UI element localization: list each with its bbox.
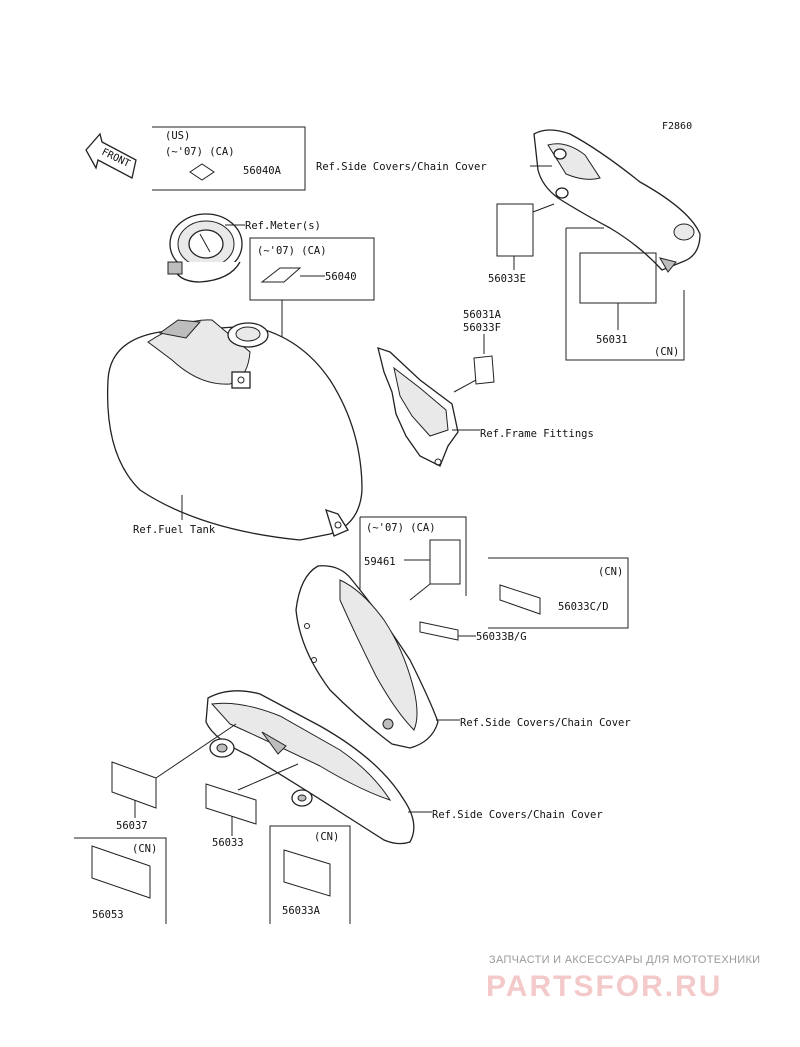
meter-drawing: [167, 213, 243, 283]
label-56033-shape: [205, 783, 257, 825]
cn-bm-condition: (CN): [314, 831, 339, 843]
frame-fittings-drawing: [377, 347, 459, 467]
cn-top-condition: (CN): [654, 346, 679, 358]
ca-mid-label-group: (~'07) (CA) 59461: [359, 516, 467, 601]
part-56033BG: 56033B/G: [476, 631, 527, 643]
side-cover-top-drawing: [533, 129, 701, 273]
part-56033A: 56033A: [282, 905, 321, 917]
label-56053-shape: [91, 845, 151, 899]
part-56040A: 56040A: [243, 165, 282, 177]
ref-side-covers-top: Ref.Side Covers/Chain Cover: [316, 161, 487, 173]
label-56040A-shape: [189, 163, 215, 181]
part-56031A: 56031A: [463, 309, 502, 321]
label-56040-shape: [260, 267, 302, 283]
cn-bm-label-group: (CN) 56033A: [269, 825, 351, 924]
cn-mid-condition: (CN): [598, 566, 623, 578]
figure-code: F2860: [662, 121, 692, 132]
side-cover-mid-drawing: [295, 565, 439, 749]
ref-frame-fittings: Ref.Frame Fittings: [480, 428, 594, 440]
part-56033: 56033: [212, 837, 244, 849]
label-56031-shape: [579, 252, 657, 304]
part-56033F: 56033F: [463, 322, 501, 334]
label-56033A-shape: [283, 849, 331, 897]
meter-label-group: (~'07) (CA) 56040: [249, 237, 375, 368]
ref-side-covers-bot: Ref.Side Covers/Chain Cover: [432, 809, 603, 821]
part-59461: 59461: [364, 556, 396, 568]
label-56033F-shape: [473, 355, 495, 385]
ref-fuel-tank: Ref.Fuel Tank: [133, 524, 216, 536]
ref-side-covers-mid: Ref.Side Covers/Chain Cover: [460, 717, 631, 729]
label-56033E-shape: [496, 203, 534, 257]
watermark-tagline: ЗАПЧАСТИ И АКСЕССУАРЫ ДЛЯ МОТОТЕХНИКИ: [489, 954, 760, 966]
chain-cover-bottom-drawing: [205, 690, 415, 845]
part-56033E: 56033E: [488, 273, 526, 285]
us-group-title: (US): [165, 130, 190, 142]
cn-top-label-group: 56031 (CN): [565, 227, 685, 361]
cn-bl-label-group: (CN) 56053: [74, 837, 167, 924]
us-group-condition: (~'07) (CA): [165, 146, 235, 158]
ca-mid-condition: (~'07) (CA): [366, 522, 436, 534]
label-56037-shape: [111, 761, 157, 809]
us-label-group: (US) (~'07) (CA) 56040A: [152, 126, 306, 191]
front-arrow-icon: FRONT: [85, 132, 137, 179]
cn-bl-condition: (CN): [132, 843, 157, 855]
label-56033BG-shape: [419, 621, 459, 641]
meter-group-condition: (~'07) (CA): [257, 245, 327, 257]
ref-meter: Ref.Meter(s): [245, 220, 321, 232]
part-56053: 56053: [92, 909, 124, 921]
cn-mid-label-group: (CN) 56033C/D: [488, 557, 629, 629]
part-56037: 56037: [116, 820, 148, 832]
label-56033CD-shape: [499, 584, 541, 615]
label-59461-shape: [429, 539, 461, 585]
fuel-tank-drawing: [106, 319, 363, 541]
part-56033CD: 56033C/D: [558, 601, 609, 613]
part-56040: 56040: [325, 271, 357, 283]
part-56031: 56031: [596, 334, 628, 346]
watermark-logo: PARTSFOR.RU: [486, 970, 722, 1003]
